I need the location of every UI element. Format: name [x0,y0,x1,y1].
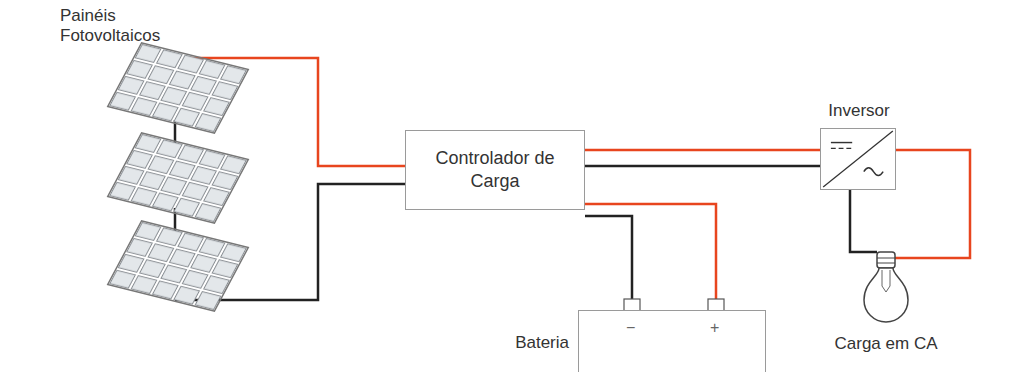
battery-box: Bateria [578,310,766,372]
charge-controller-box: Controlador de Carga [405,130,585,210]
solar-panels: Painéis Fotovoltaicos [60,6,250,306]
wire [585,165,820,168]
solar-panel [108,221,249,311]
solar-panel [108,133,249,223]
node-label: Bateria [515,333,569,353]
wire [850,190,877,252]
wire [585,204,716,299]
polarity-mark: − [626,318,635,337]
lamp-symbol [858,250,914,328]
node-label: Controlador de Carga [435,147,555,194]
wire [895,150,970,258]
wire-pair [585,204,716,299]
polarity-mark: + [710,318,719,337]
lamp-load: Carga em CA [858,250,914,328]
inverter-box: Inversor [820,128,896,190]
wire [585,216,632,299]
node-label: Painéis Fotovoltaicos [60,6,180,47]
inverter-symbol [821,129,895,189]
solar-panel [108,43,249,133]
node-label: Inversor [828,101,889,121]
node-label: Carga em CA [835,334,938,354]
wire-pair [585,150,820,166]
wire [585,149,820,152]
